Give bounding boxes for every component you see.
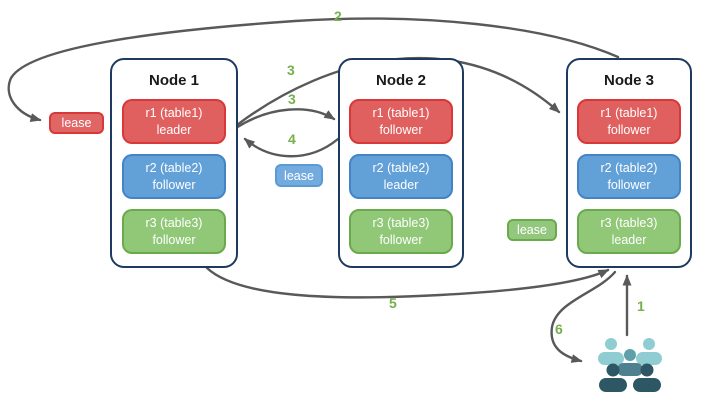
replica-name: r2 (table2) [600, 161, 658, 176]
replica-box: r2 (table2) leader [349, 154, 453, 199]
step-label-5: 5 [389, 295, 397, 311]
replica-role: leader [156, 122, 192, 137]
node-card-1: Node 1 r1 (table1) leader r2 (table2) fo… [110, 58, 238, 268]
replica-role: follower [152, 232, 196, 247]
node-title: Node 3 [603, 72, 654, 89]
replica-name: r3 (table3) [145, 216, 203, 231]
lease-label: lease [61, 116, 92, 130]
lease-badge-table3: lease [507, 219, 557, 241]
lease-label: lease [517, 223, 547, 237]
node-title: Node 2 [375, 72, 426, 89]
replica-role: leader [383, 177, 419, 192]
lease-badge-table2: lease [275, 164, 323, 187]
lease-label: lease [284, 168, 314, 183]
step-label-1: 1 [637, 298, 645, 314]
node-card-3: Node 3 r1 (table1) follower r2 (table2) … [566, 58, 692, 268]
replica-box: r1 (table1) follower [577, 99, 681, 144]
replica-box: r3 (table3) leader [577, 209, 681, 254]
step-label-2: 2 [334, 8, 342, 24]
replica-role: leader [611, 232, 647, 247]
replica-name: r3 (table3) [372, 216, 430, 231]
node-card-2: Node 2 r1 (table1) follower r2 (table2) … [338, 58, 464, 268]
step-label-3b: 3 [288, 91, 296, 107]
replica-box: r2 (table2) follower [122, 154, 226, 199]
arrow-step5-node1-to-node3 [205, 266, 610, 299]
replica-name: r1 (table1) [600, 106, 658, 121]
replica-name: r1 (table1) [372, 106, 430, 121]
replica-role: follower [379, 232, 423, 247]
lease-badge-table1: lease [49, 112, 104, 134]
replica-box: r2 (table2) follower [577, 154, 681, 199]
replica-role: follower [152, 177, 196, 192]
replica-name: r1 (table1) [145, 106, 203, 121]
users-icon [598, 338, 662, 392]
arrow-step2-node3-to-lease1 [7, 17, 620, 122]
step-label-6: 6 [555, 321, 563, 337]
arrow-step3-node1-to-node2 [234, 108, 336, 130]
replica-box: r1 (table1) follower [349, 99, 453, 144]
replica-role: follower [607, 177, 651, 192]
replica-role: follower [607, 122, 651, 137]
replica-box: r3 (table3) follower [349, 209, 453, 254]
step-label-3a: 3 [287, 62, 295, 78]
replica-name: r3 (table3) [600, 216, 658, 231]
replica-box: r1 (table1) leader [122, 99, 226, 144]
node-title: Node 1 [148, 72, 199, 89]
replica-name: r2 (table2) [372, 161, 430, 176]
replica-role: follower [379, 122, 423, 137]
replica-name: r2 (table2) [145, 161, 203, 176]
replica-box: r3 (table3) follower [122, 209, 226, 254]
step-label-4: 4 [288, 131, 296, 147]
